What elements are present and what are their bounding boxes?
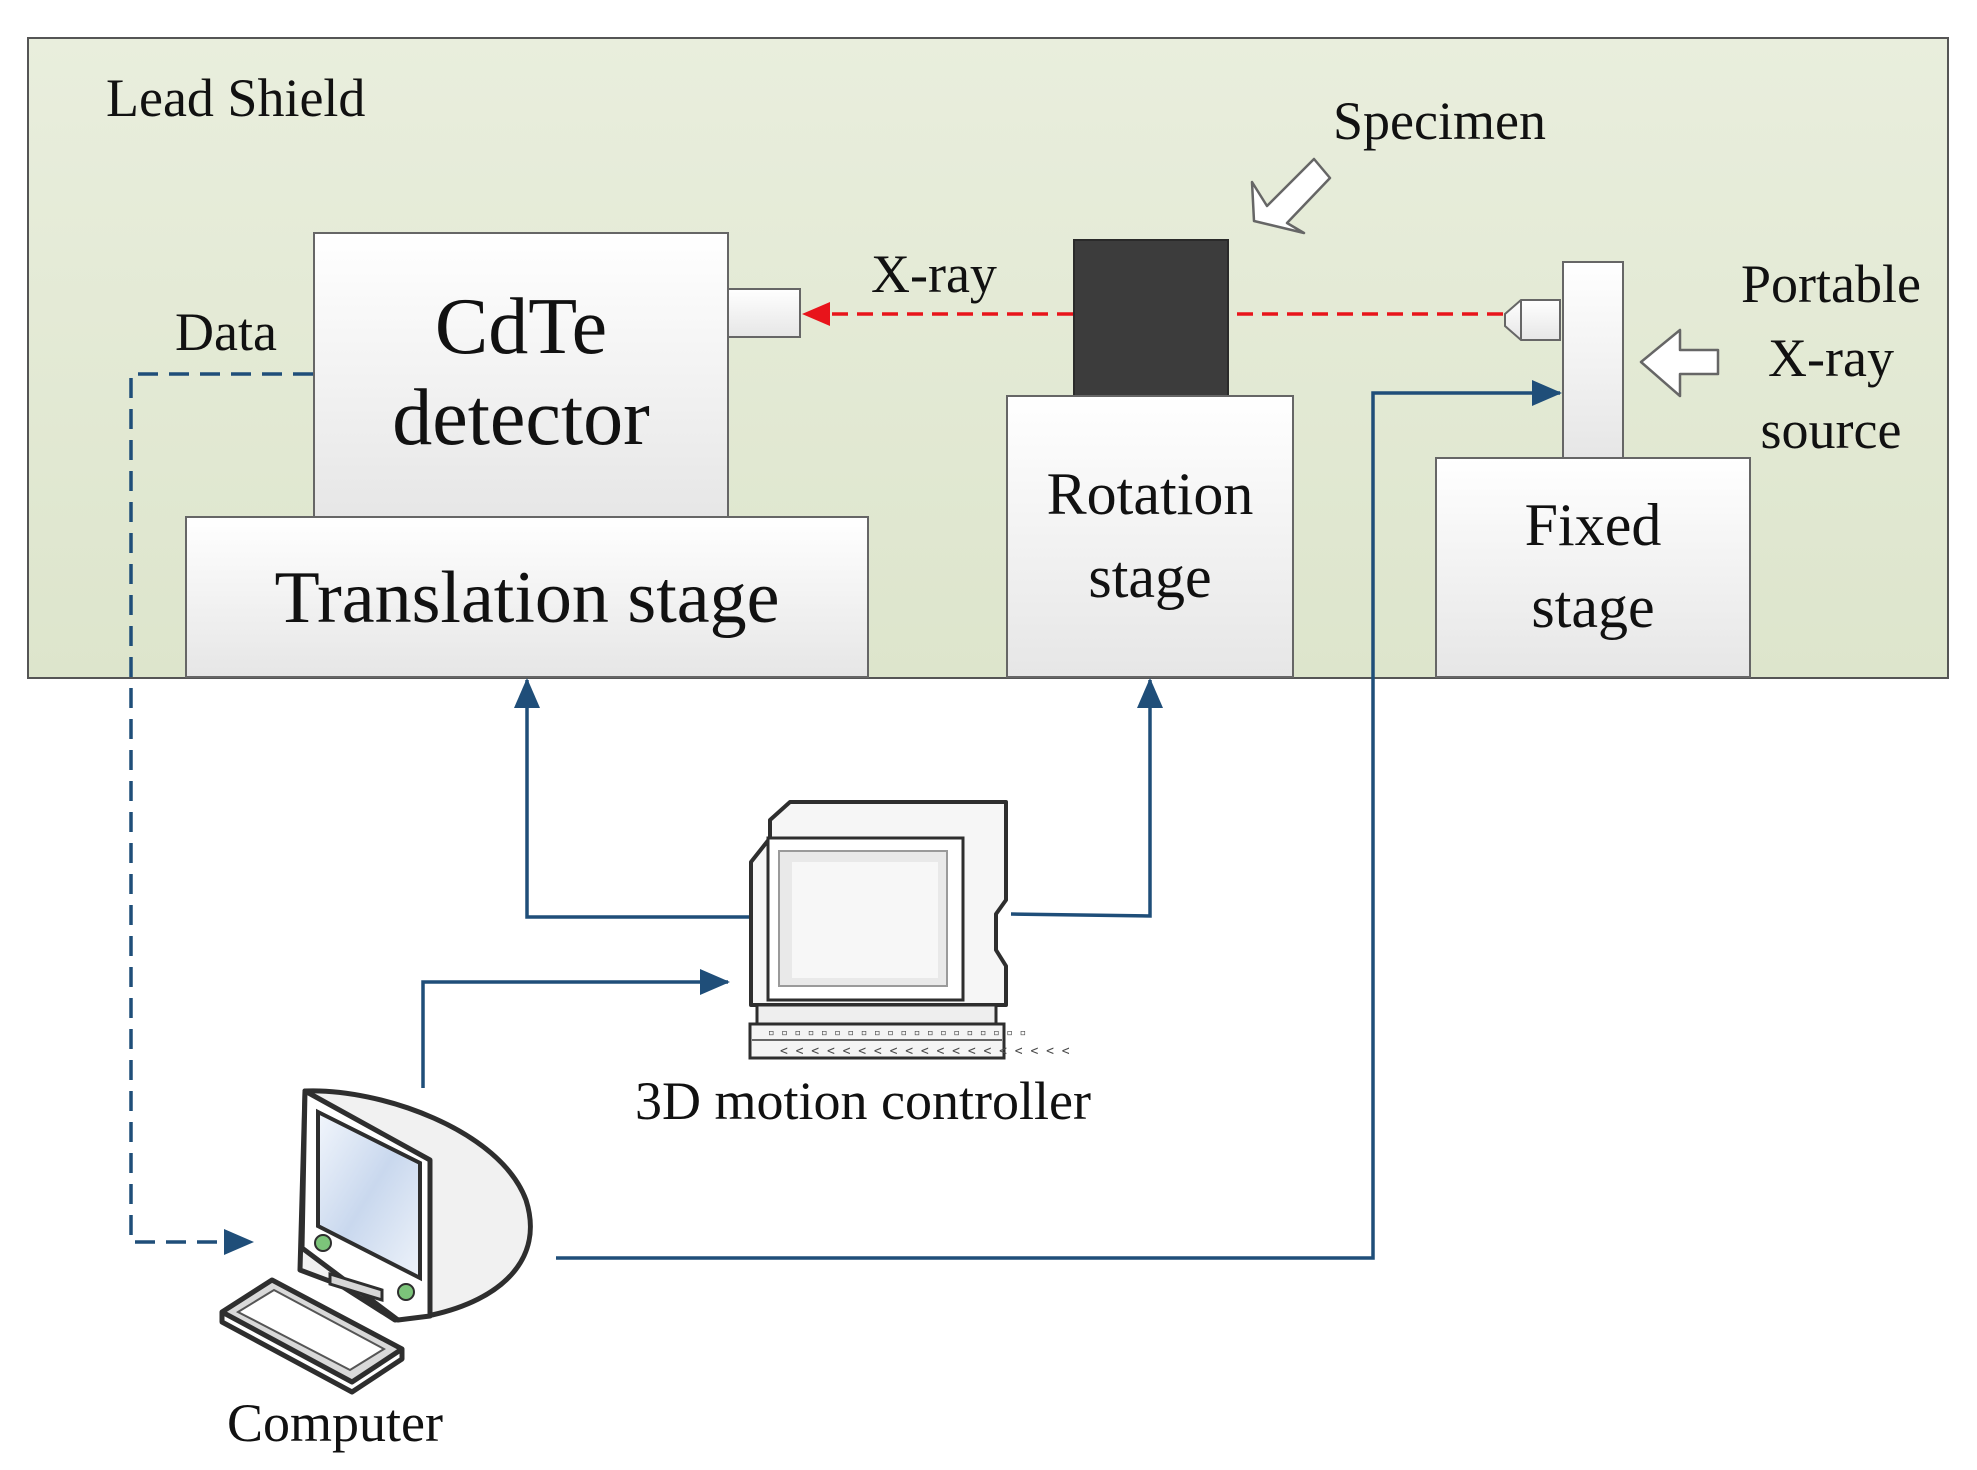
monitor-icon [749, 800, 1008, 1007]
rotation-stage-box [1006, 395, 1294, 678]
lead-shield-label: Lead Shield [106, 68, 365, 128]
open-arrow-icon [1639, 328, 1720, 398]
open-arrow-icon [1250, 157, 1332, 235]
computer-label: Computer [227, 1393, 443, 1453]
detector-label-line2: detector [392, 374, 650, 462]
source-label-line3: source [1761, 400, 1902, 460]
xray-source-column [1562, 261, 1624, 459]
xray-label: X-ray [871, 244, 997, 304]
xray-source-nozzle [1504, 299, 1561, 341]
controller-label: 3D motion controller [635, 1071, 1091, 1131]
fixed-label-line1: Fixed [1525, 492, 1662, 558]
source-label-line1: Portable [1741, 254, 1921, 314]
detector-label-line1: CdTe [435, 283, 607, 371]
controller-to-translation-connector [514, 678, 754, 919]
fixed-stage-box [1435, 457, 1751, 678]
controller-to-rotation-connector [1010, 678, 1163, 918]
computer-to-controller-connector [421, 969, 730, 1088]
detector-window [727, 288, 801, 338]
svg-text:< < < < < < < < < < < < < < <: < < < < < < < < < < < < < < < < < < < [780, 1044, 1070, 1059]
source-label-line2: X-ray [1768, 328, 1894, 388]
computer-to-source-connector [556, 380, 1562, 1260]
translation-stage-label: Translation stage [275, 557, 780, 639]
fixed-label-line2: stage [1531, 574, 1654, 640]
svg-text:▫ ▫ ▫ ▫ ▫ ▫ ▫ ▫ ▫ ▫ ▫ ▫ ▫ ▫ ▫: ▫ ▫ ▫ ▫ ▫ ▫ ▫ ▫ ▫ ▫ ▫ ▫ ▫ ▫ ▫ ▫ ▫ ▫ ▫ ▫ [768, 1026, 1026, 1039]
rotation-label-line1: Rotation [1047, 461, 1254, 527]
rotation-label-line2: stage [1088, 544, 1211, 610]
keyboard-icon: < < < < < < < < < < < < < < < < < < < ▫ … [748, 1003, 1070, 1060]
specimen-block [1073, 239, 1229, 397]
data-label: Data [175, 302, 277, 362]
translation-stage-box [185, 516, 869, 678]
cdte-detector-box [313, 232, 729, 520]
specimen-label: Specimen [1333, 91, 1546, 151]
computer-icon [219, 1088, 533, 1395]
